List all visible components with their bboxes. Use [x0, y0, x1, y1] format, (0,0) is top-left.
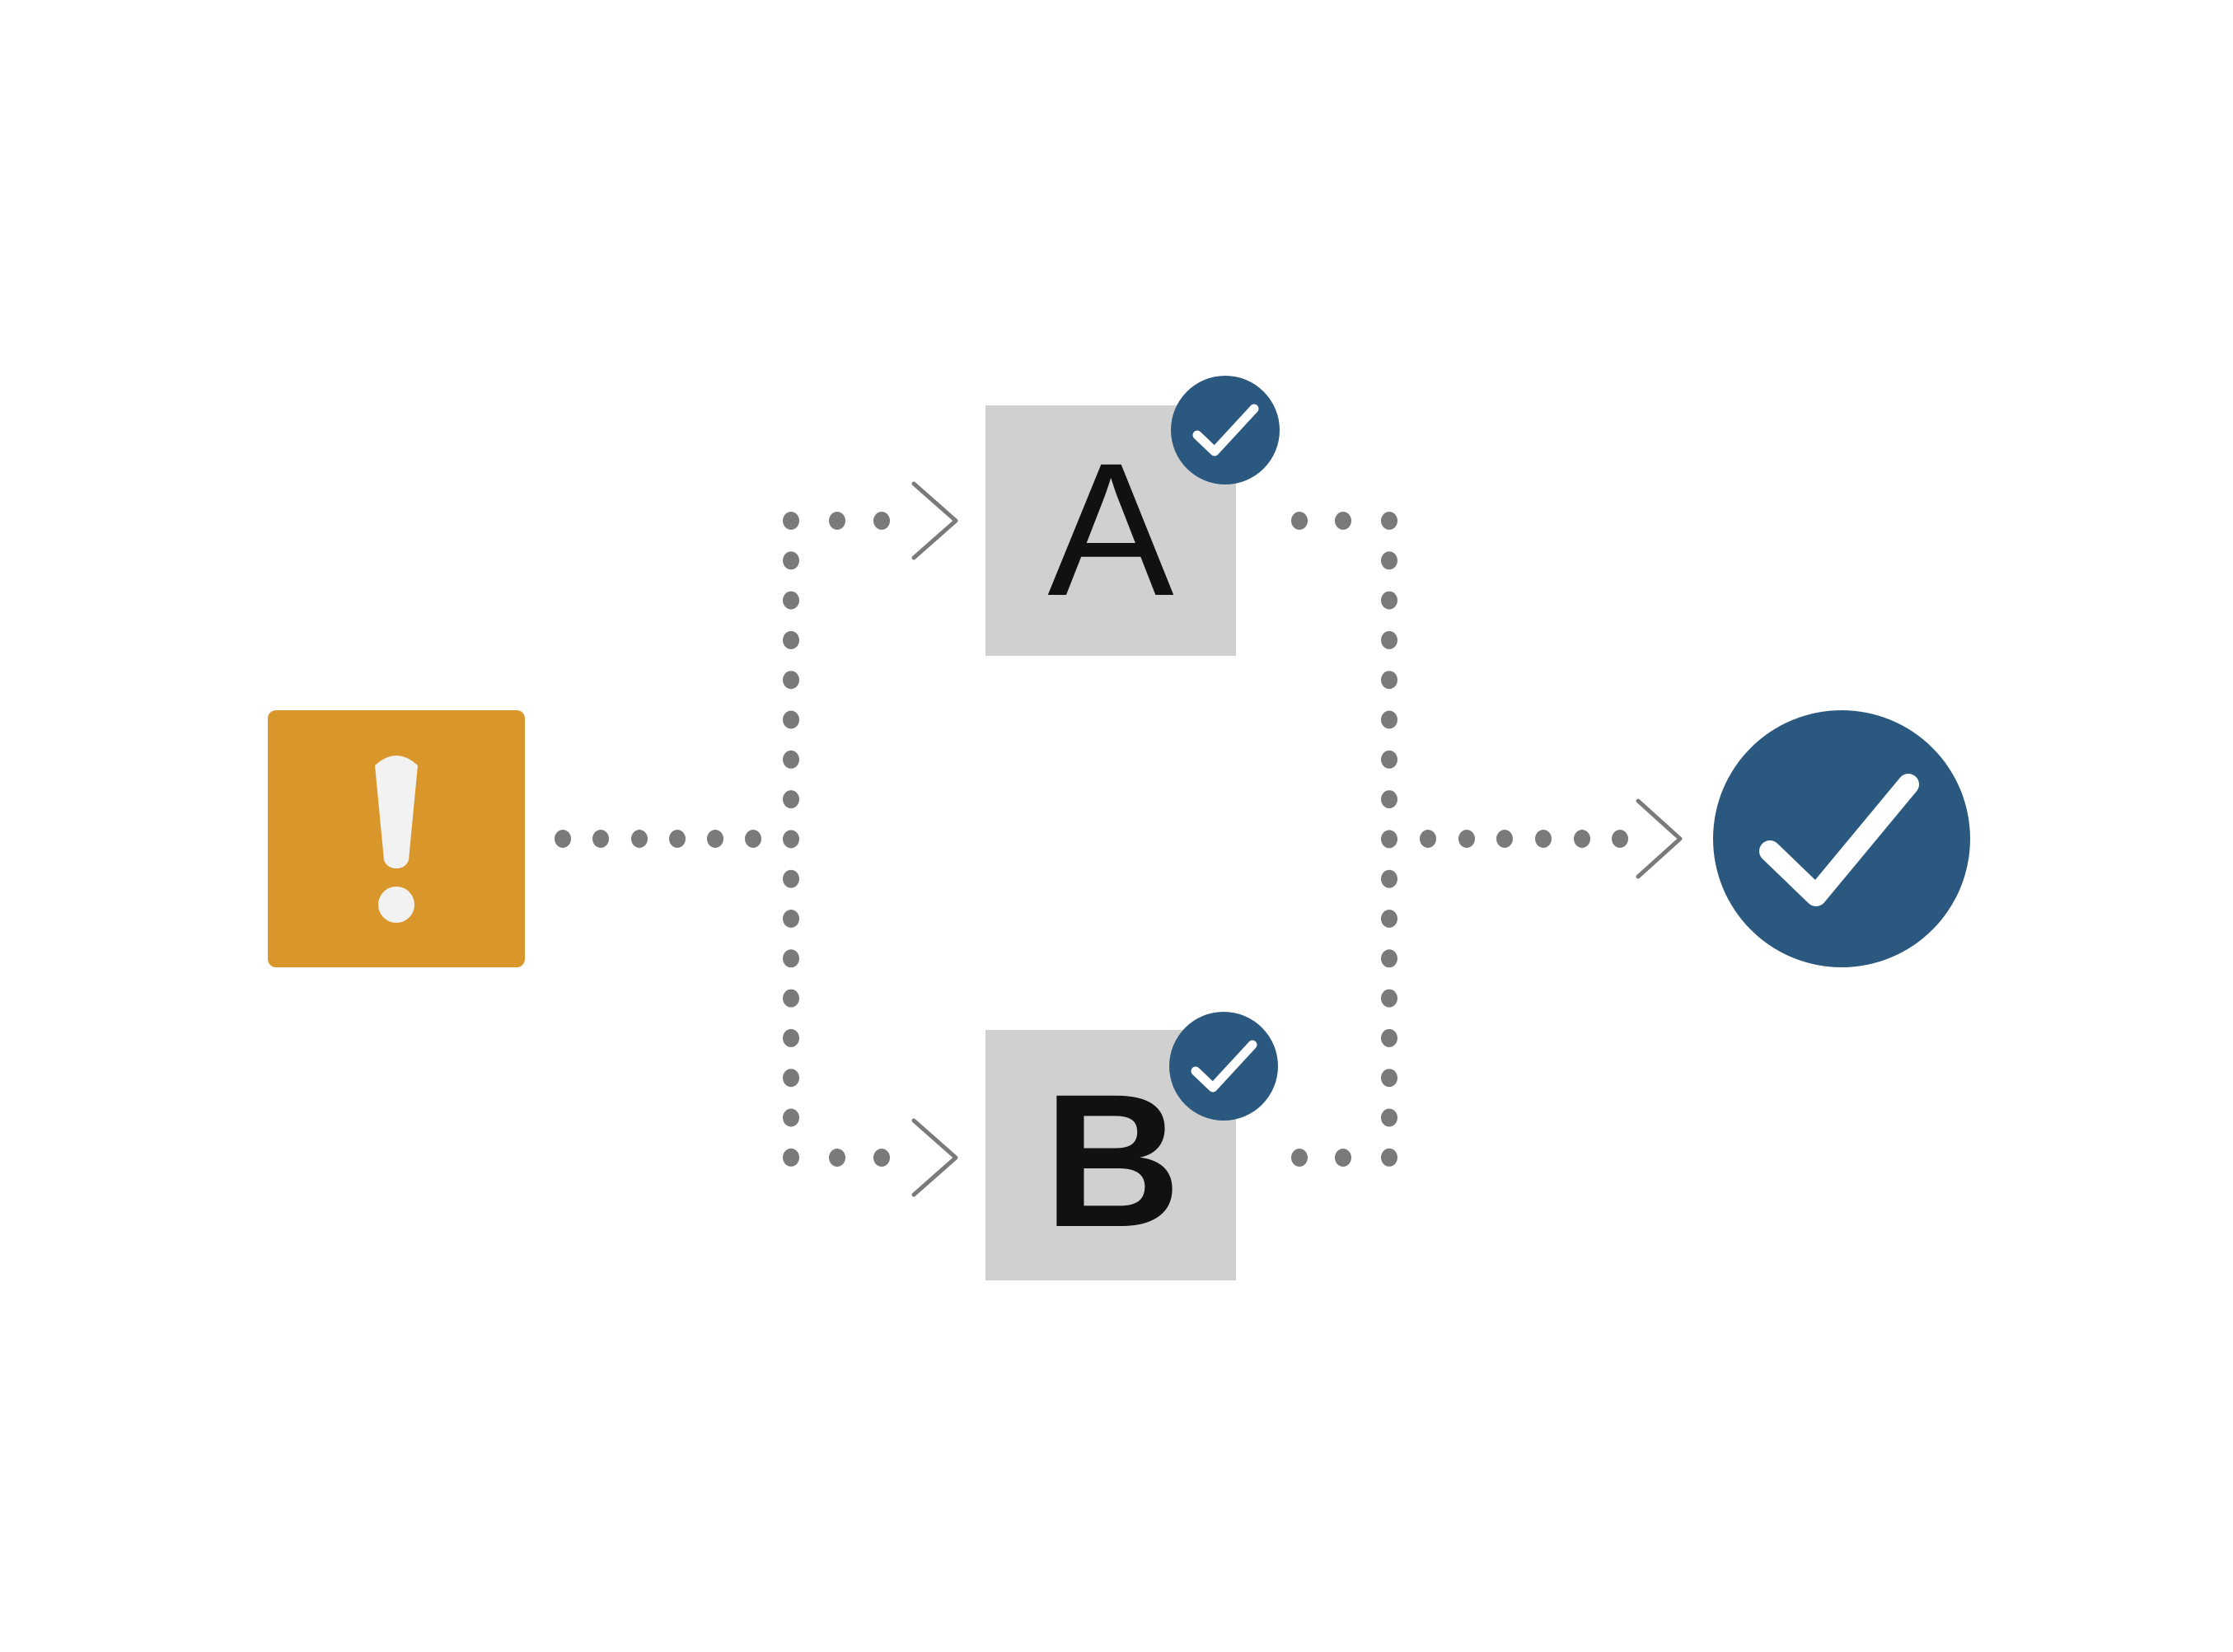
dot-right-bracket — [1381, 869, 1397, 888]
dot-from-a — [1335, 512, 1351, 530]
dot-start-line — [707, 830, 723, 848]
dot-right-bracket — [1381, 591, 1397, 610]
dot-right-bracket — [1381, 671, 1397, 690]
dot-to-b — [873, 1149, 890, 1167]
dot-right-bracket — [1381, 830, 1397, 849]
success-checkmark-icon — [1759, 774, 1919, 906]
dot-left-bracket — [783, 989, 799, 1008]
dot-right-bracket — [1381, 1028, 1397, 1047]
dot-left-bracket — [783, 830, 799, 849]
dot-right-bracket — [1381, 1069, 1397, 1088]
dot-to-a — [873, 512, 890, 530]
dot-right-bracket — [1381, 551, 1397, 570]
dot-right-bracket — [1381, 750, 1397, 769]
dot-right-bracket — [1381, 949, 1397, 968]
dot-left-bracket — [783, 591, 799, 610]
dot-right-bracket — [1381, 512, 1397, 530]
node-a-check-badge-icon — [1171, 376, 1280, 484]
dot-end-line — [1612, 830, 1628, 848]
arrowhead-to-b-icon — [911, 1118, 958, 1197]
dot-left-bracket — [783, 790, 799, 809]
dot-left-bracket — [783, 949, 799, 968]
dot-from-b — [1291, 1149, 1308, 1167]
exclamation-icon — [375, 756, 418, 923]
dot-end-line — [1574, 830, 1590, 848]
dot-left-bracket — [783, 1108, 799, 1127]
success-node — [1713, 710, 1970, 967]
node-b-check-badge-icon — [1169, 1012, 1278, 1121]
dot-start-line — [745, 830, 761, 848]
success-check-circle-icon — [1713, 710, 1970, 967]
dot-from-a — [1291, 512, 1308, 530]
arrowhead-to-end-icon — [1636, 798, 1683, 879]
node-a-label: A — [1047, 424, 1173, 635]
dot-left-bracket — [783, 512, 799, 530]
dot-to-b — [829, 1149, 845, 1167]
dot-left-bracket — [783, 551, 799, 570]
node-b-label: B — [1044, 1055, 1181, 1266]
dot-right-bracket — [1381, 1108, 1397, 1127]
dot-end-line — [1458, 830, 1475, 848]
node-a: A — [985, 376, 1280, 656]
dot-right-bracket — [1381, 989, 1397, 1008]
dot-left-bracket — [783, 1148, 799, 1167]
dot-start-line — [669, 830, 686, 848]
dot-left-bracket — [783, 750, 799, 769]
dot-end-line — [1496, 830, 1513, 848]
dot-left-bracket — [783, 869, 799, 888]
dot-left-bracket — [783, 710, 799, 729]
dot-right-bracket — [1381, 710, 1397, 729]
arrowhead-to-a-icon — [911, 481, 958, 560]
node-b: B — [985, 1012, 1278, 1280]
dot-left-bracket — [783, 671, 799, 690]
dot-start-line — [555, 830, 571, 848]
dot-to-a — [829, 512, 845, 530]
dot-right-bracket — [1381, 1148, 1397, 1167]
dot-left-bracket — [783, 910, 799, 928]
dot-from-b — [1335, 1149, 1351, 1167]
warning-node — [268, 710, 525, 967]
dot-start-line — [592, 830, 609, 848]
connector-dots — [555, 512, 1628, 1167]
dot-left-bracket — [783, 1069, 799, 1088]
dot-start-line — [631, 830, 648, 848]
dot-right-bracket — [1381, 910, 1397, 928]
connectors — [555, 481, 1683, 1197]
dot-end-line — [1535, 830, 1552, 848]
dot-right-bracket — [1381, 630, 1397, 649]
dot-right-bracket — [1381, 790, 1397, 809]
dot-left-bracket — [783, 1028, 799, 1047]
dot-left-bracket — [783, 630, 799, 649]
dot-end-line — [1420, 830, 1436, 848]
